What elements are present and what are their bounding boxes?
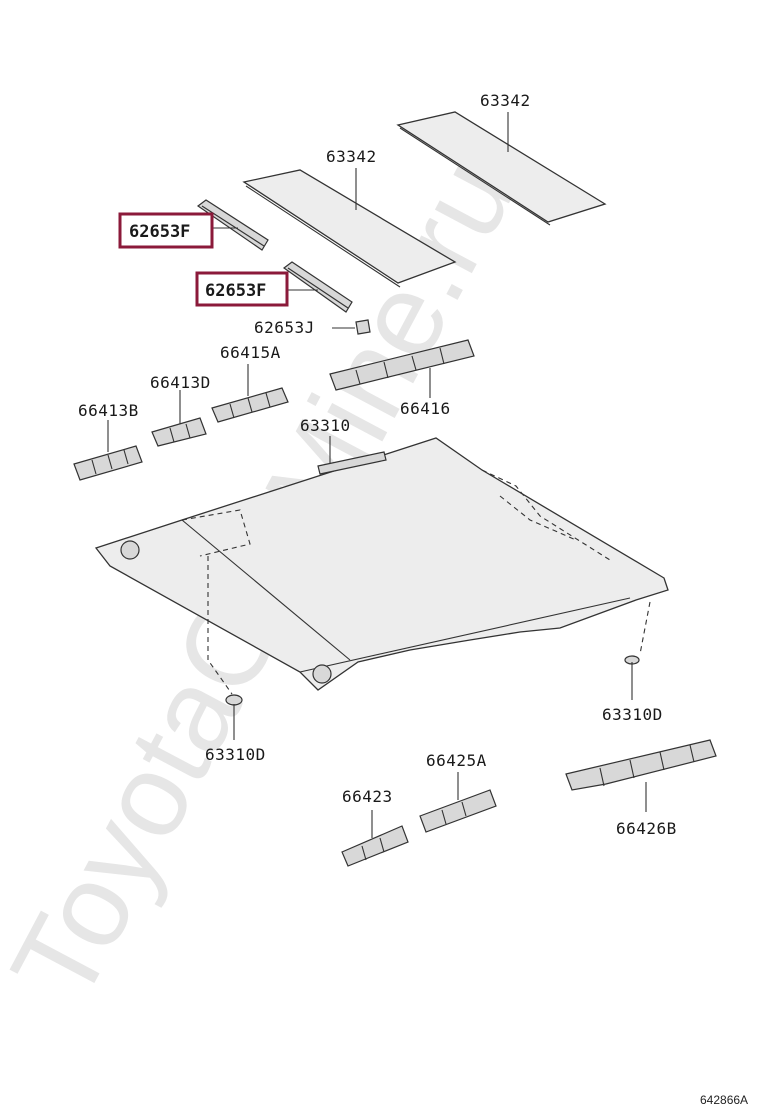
callout-trim-d[interactable]: 66413D: [150, 373, 211, 392]
callout-headliner[interactable]: 63310: [300, 416, 351, 435]
strip-right[interactable]: [565, 739, 717, 791]
trim-d[interactable]: [151, 417, 207, 447]
callout-clip-left[interactable]: 63310D: [205, 745, 266, 764]
callout-strip-mid[interactable]: 66425A: [426, 751, 487, 770]
callout-clip-j[interactable]: 62653J: [254, 318, 315, 337]
clip-j[interactable]: [355, 319, 371, 335]
strip-mid[interactable]: [419, 789, 497, 833]
trim-a[interactable]: [211, 387, 289, 423]
highlight-box-lower: [195, 271, 289, 307]
callout-bracket-upper[interactable]: 62653F: [129, 222, 190, 242]
trim-rail[interactable]: [329, 339, 475, 391]
callout-clip-right[interactable]: 63310D: [602, 705, 663, 724]
diagram-code: 642866A: [700, 1093, 748, 1107]
headliner[interactable]: [94, 437, 669, 691]
highlight-box-upper: [118, 212, 214, 249]
strip-left[interactable]: [341, 825, 409, 867]
roof-panel-front[interactable]: [242, 169, 457, 288]
callout-trim-b[interactable]: 66413B: [78, 401, 139, 420]
callout-trim-a[interactable]: 66415A: [220, 343, 281, 362]
roof-panel-rear[interactable]: [396, 111, 607, 226]
clip-left[interactable]: [225, 694, 243, 712]
callout-strip-right[interactable]: 66426B: [616, 819, 677, 838]
callout-roof-panel-front[interactable]: 63342: [326, 147, 377, 166]
trim-b[interactable]: [73, 445, 143, 481]
bracket-lower[interactable]: [282, 261, 353, 313]
callout-roof-panel-rear[interactable]: 63342: [480, 91, 531, 110]
callout-strip-left[interactable]: 66423: [342, 787, 393, 806]
dash-clip-left: [207, 556, 233, 695]
callout-bracket-lower[interactable]: 62653F: [205, 281, 266, 301]
callout-trim-rail[interactable]: 66416: [400, 399, 451, 418]
dash-clip-right: [639, 601, 651, 655]
clip-right[interactable]: [624, 655, 640, 672]
